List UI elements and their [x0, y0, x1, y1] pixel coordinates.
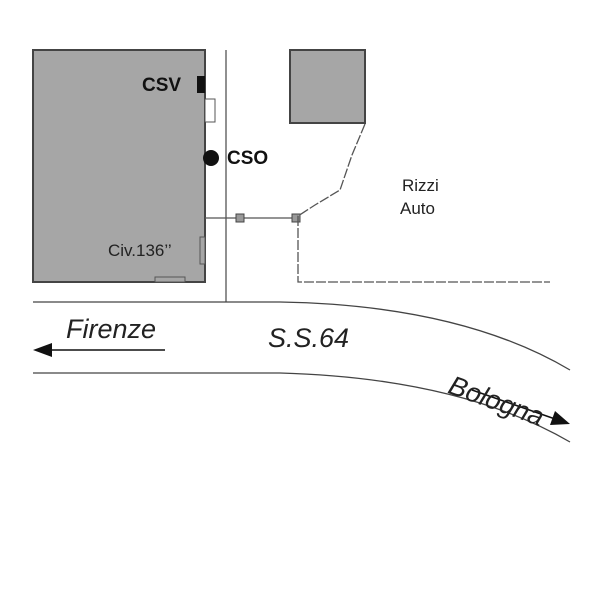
- road-north-edge: [33, 301, 571, 371]
- door-civic: [199, 236, 206, 265]
- door: [204, 98, 216, 123]
- csv-label: CSV: [142, 75, 182, 96]
- csv-marker: [197, 76, 205, 93]
- cso-marker: [203, 150, 219, 166]
- road-label: S.S.64: [268, 323, 350, 353]
- door-bottom: [154, 276, 186, 283]
- rizzi-building: [289, 49, 366, 124]
- arrow-bologna: [471, 389, 559, 421]
- business-label-line1: Rizzi: [402, 176, 439, 195]
- cso-label: CSO: [227, 148, 269, 169]
- main-building: [32, 49, 206, 283]
- manhole-1: [235, 213, 245, 223]
- arrow-firenze-head: [33, 343, 52, 357]
- arrow-bologna-head: [550, 411, 570, 425]
- manhole-2: [291, 213, 301, 223]
- fence-line: [297, 123, 550, 283]
- civic-number-label: Civ.136’’: [108, 241, 172, 260]
- road-south-edge: [33, 372, 571, 443]
- business-label-line2: Auto: [400, 199, 435, 218]
- firenze-label: Firenze: [66, 314, 157, 344]
